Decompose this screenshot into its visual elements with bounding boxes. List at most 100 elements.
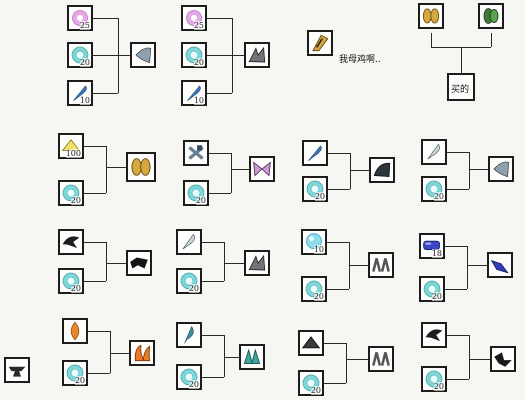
- connector-line: [447, 189, 469, 190]
- item-slot[interactable]: [4, 357, 30, 383]
- connector-line: [209, 153, 231, 154]
- item-slot[interactable]: 10: [301, 229, 327, 255]
- item-slot[interactable]: 20: [421, 366, 447, 392]
- bought-label-box: 买的: [447, 73, 475, 101]
- connector-line: [84, 146, 106, 147]
- connector-line: [110, 353, 129, 354]
- connector-line: [469, 152, 470, 189]
- item-slot[interactable]: [368, 252, 394, 278]
- item-count: 20: [433, 192, 444, 201]
- item-slot[interactable]: [183, 140, 209, 166]
- item-count: 100: [65, 149, 81, 158]
- item-slot[interactable]: [421, 322, 447, 348]
- connector-line: [207, 93, 232, 94]
- connector-line: [445, 246, 467, 247]
- item-slot[interactable]: [244, 250, 270, 276]
- item-count: 20: [193, 58, 204, 67]
- item-slot[interactable]: [487, 252, 513, 278]
- connector-line: [224, 357, 239, 358]
- connector-line: [231, 169, 249, 170]
- connector-line: [328, 153, 350, 154]
- item-slot[interactable]: [244, 42, 270, 68]
- item-slot[interactable]: 20: [301, 276, 327, 302]
- item-slot[interactable]: 20: [176, 364, 202, 390]
- item-count: 20: [74, 376, 85, 385]
- item-slot[interactable]: [126, 152, 156, 182]
- item-slot[interactable]: [421, 139, 447, 165]
- item-slot[interactable]: 20: [302, 176, 328, 202]
- connector-line: [202, 335, 224, 336]
- item-slot[interactable]: 20: [183, 180, 209, 206]
- item-slot[interactable]: [58, 229, 84, 255]
- item-slot[interactable]: 20: [58, 268, 84, 294]
- item-count: 20: [314, 192, 325, 201]
- item-count: 10: [79, 96, 90, 105]
- item-slot[interactable]: 20: [298, 370, 324, 396]
- item-slot[interactable]: 20: [421, 176, 447, 202]
- connector-line: [469, 335, 470, 379]
- connector-line: [84, 242, 106, 243]
- item-slot[interactable]: 20: [67, 42, 93, 68]
- bought-label: 买的: [451, 85, 470, 95]
- item-slot[interactable]: [129, 340, 155, 366]
- connector-line: [84, 193, 106, 194]
- item-slot[interactable]: [298, 330, 324, 356]
- connector-line: [93, 93, 118, 94]
- connector-line: [209, 193, 231, 194]
- item-slot[interactable]: 20: [181, 42, 207, 68]
- connector-line: [93, 18, 118, 19]
- item-slot[interactable]: 10: [67, 80, 93, 106]
- item-slot[interactable]: [126, 250, 152, 276]
- item-slot[interactable]: [488, 156, 514, 182]
- item-slot[interactable]: 25: [181, 5, 207, 31]
- connector-line: [461, 47, 462, 73]
- item-count: 25: [79, 21, 90, 30]
- connector-line: [207, 18, 232, 19]
- item-count: 20: [195, 196, 206, 205]
- connector-line: [88, 331, 110, 332]
- item-count: 20: [79, 58, 90, 67]
- connector-line: [445, 289, 467, 290]
- item-slot[interactable]: [368, 346, 394, 372]
- connector-line: [88, 373, 110, 374]
- item-count: 20: [188, 284, 199, 293]
- item-slot[interactable]: 18: [419, 233, 445, 259]
- connector-line: [231, 153, 232, 193]
- item-slot[interactable]: [478, 3, 504, 29]
- item-slot[interactable]: 100: [58, 133, 84, 159]
- item-slot[interactable]: 10: [181, 80, 207, 106]
- item-slot[interactable]: [307, 30, 333, 56]
- item-slot[interactable]: [302, 140, 328, 166]
- connector-line: [232, 55, 244, 56]
- connector-line: [346, 359, 368, 360]
- item-slot[interactable]: [249, 156, 275, 182]
- item-slot[interactable]: [62, 318, 88, 344]
- item-slot[interactable]: [418, 3, 444, 29]
- connector-line: [106, 242, 107, 281]
- connector-line: [327, 289, 349, 290]
- connector-line: [106, 146, 107, 193]
- item-count: 20: [310, 386, 321, 395]
- connector-line: [324, 343, 346, 344]
- item-count: 25: [193, 21, 204, 30]
- item-slot[interactable]: 20: [176, 268, 202, 294]
- item-slot[interactable]: [369, 157, 395, 183]
- item-slot[interactable]: [490, 346, 516, 372]
- item-slot[interactable]: 25: [67, 5, 93, 31]
- connector-line: [224, 263, 244, 264]
- item-slot[interactable]: 20: [62, 360, 88, 386]
- item-slot[interactable]: [239, 344, 265, 370]
- connector-line: [202, 377, 224, 378]
- connector-line: [346, 343, 347, 383]
- item-slot[interactable]: [176, 229, 202, 255]
- item-slot[interactable]: 20: [419, 276, 445, 302]
- item-slot[interactable]: [130, 42, 156, 68]
- item-slot[interactable]: [176, 322, 202, 348]
- connector-line: [447, 379, 469, 380]
- item-slot[interactable]: 20: [58, 180, 84, 206]
- connector-line: [327, 242, 349, 243]
- item-count: 20: [433, 382, 444, 391]
- item-count: 20: [188, 380, 199, 389]
- connector-line: [93, 55, 118, 56]
- connector-line: [84, 281, 106, 282]
